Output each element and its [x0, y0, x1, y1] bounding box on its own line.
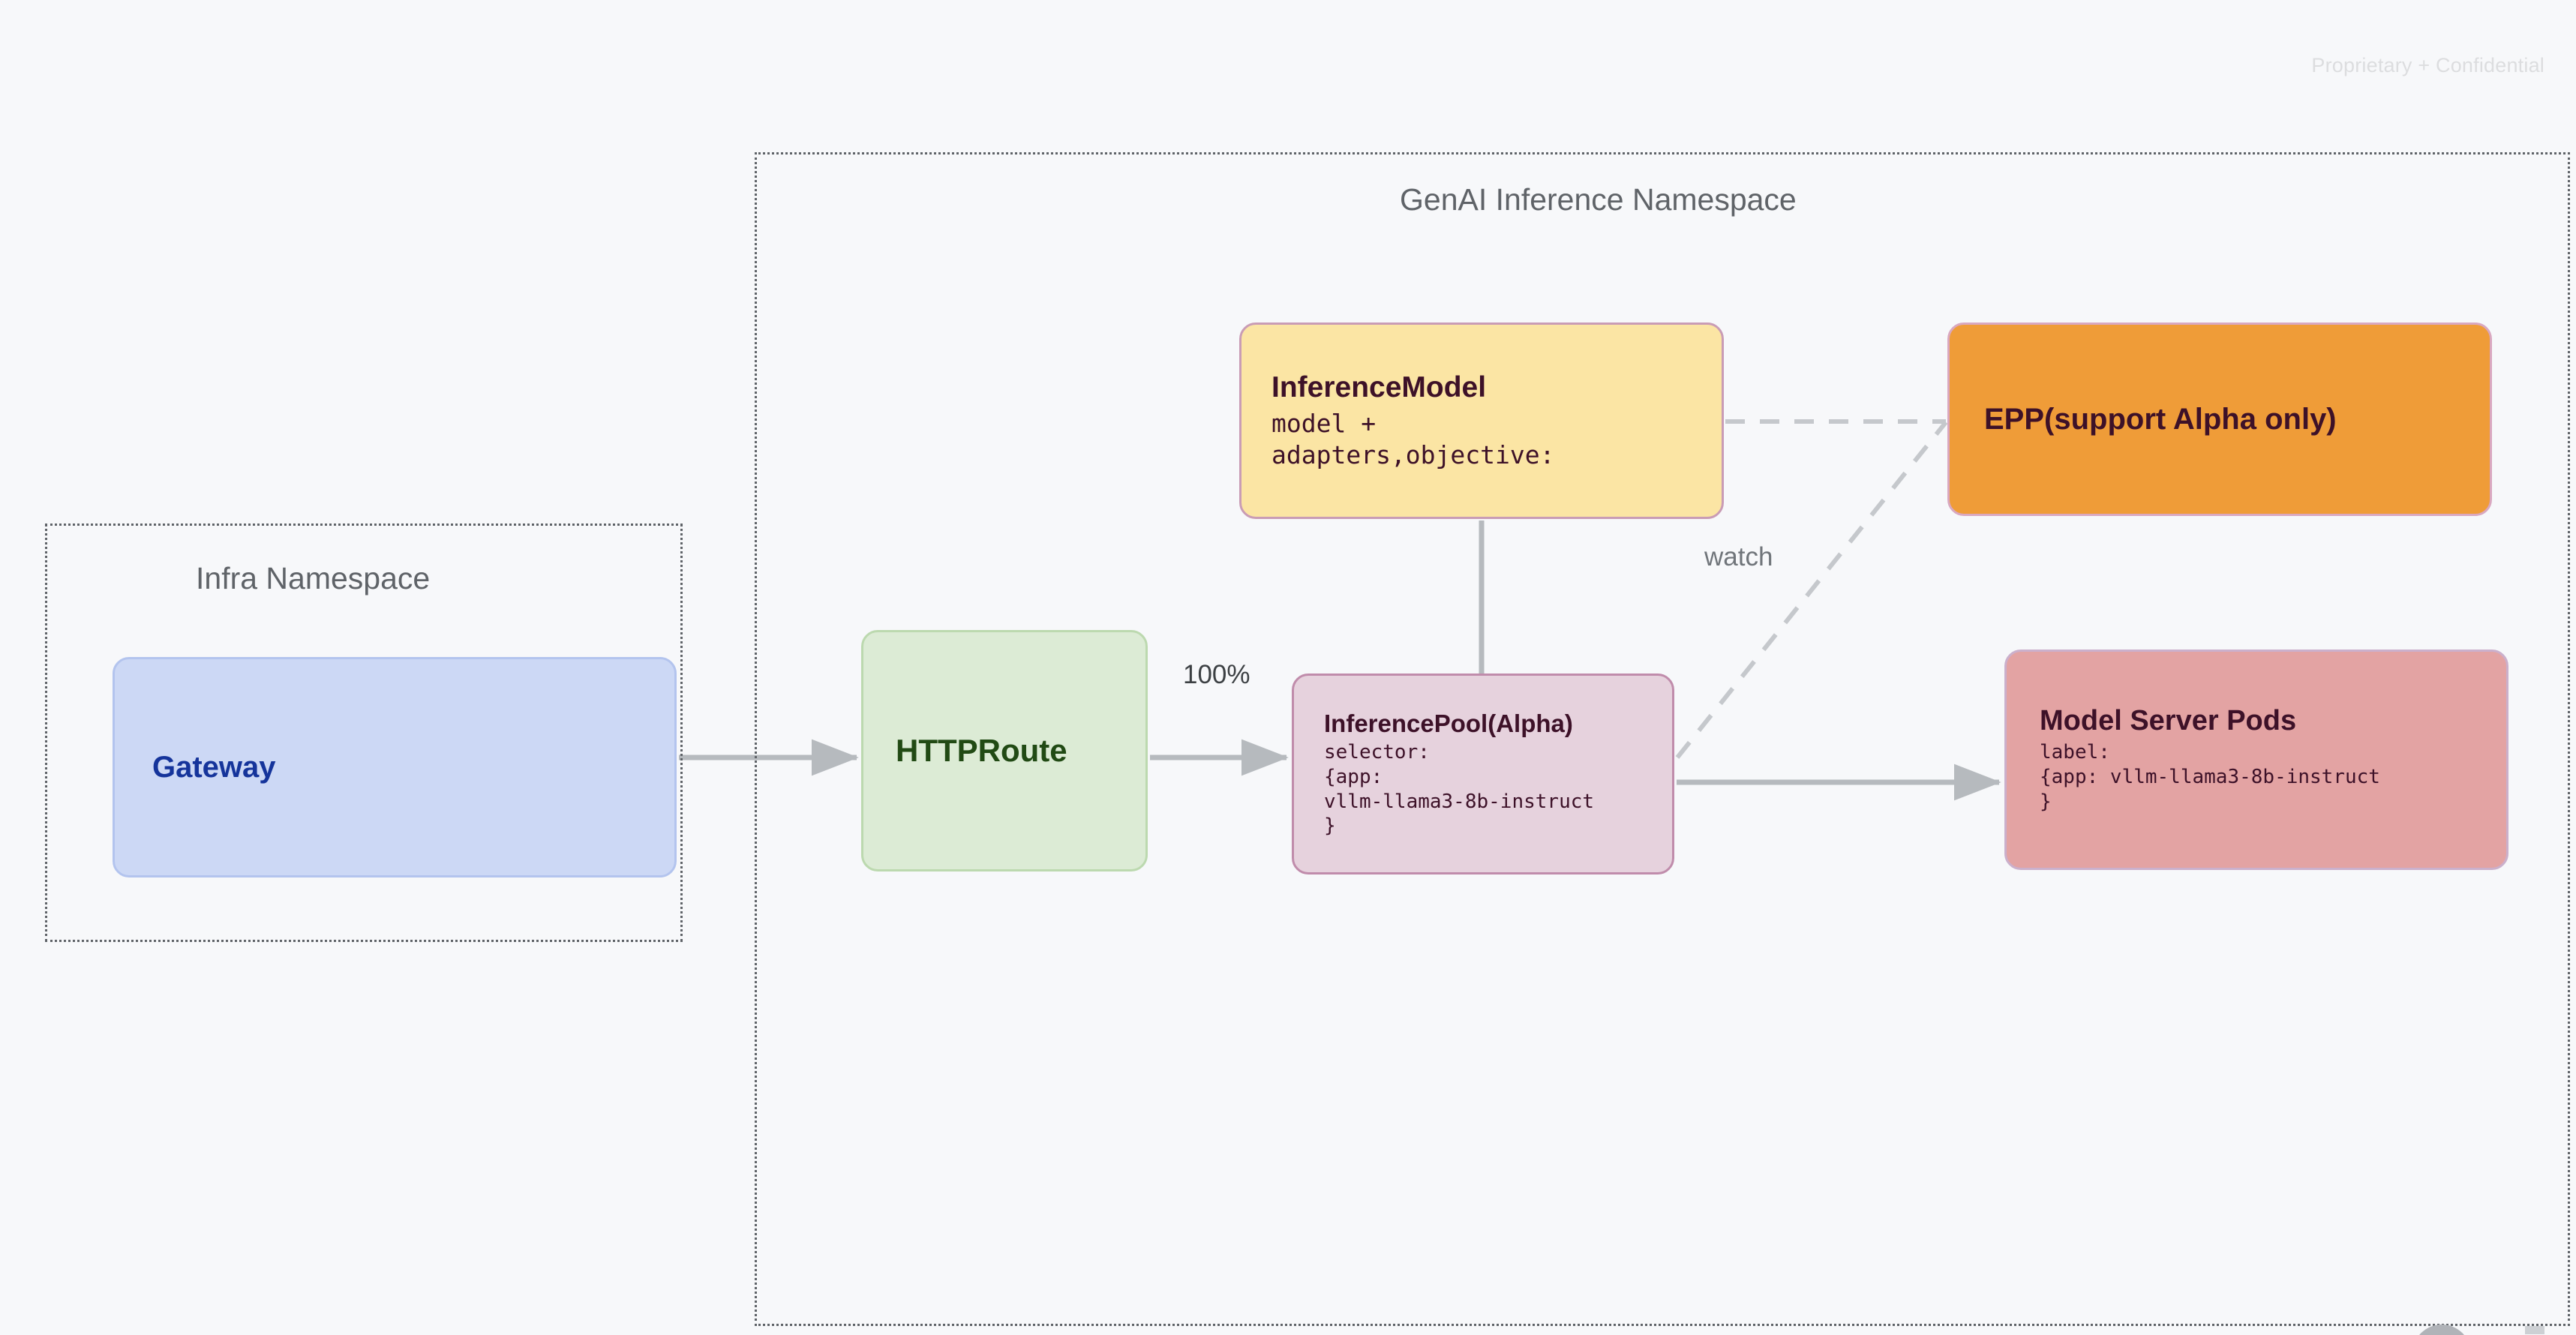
node-gateway[interactable]: Gateway	[113, 657, 677, 878]
node-epp-title: EPP(support Alpha only)	[1984, 402, 2337, 436]
node-gateway-title: Gateway	[152, 750, 276, 784]
node-inference-pool[interactable]: InferencePool(Alpha) selector: {app: vll…	[1292, 674, 1674, 874]
cloud-icon	[2412, 1324, 2471, 1335]
node-model-server-pods-title: Model Server Pods	[2040, 705, 2297, 737]
node-model-server-pods[interactable]: Model Server Pods label: {app: vllm-llam…	[2004, 650, 2508, 870]
namespace-group-infra	[45, 524, 683, 942]
edge-label-watch: watch	[1704, 542, 1773, 572]
node-inference-pool-spec: selector: {app: vllm-llama3-8b-instruct …	[1324, 741, 1595, 838]
node-epp[interactable]: EPP(support Alpha only)	[1947, 322, 2492, 516]
node-inference-model-title: InferenceModel	[1271, 370, 1487, 404]
edge-label-traffic-share: 100%	[1183, 660, 1250, 689]
cloud-wordmark-fragment	[2525, 1326, 2544, 1334]
node-inference-model[interactable]: InferenceModel model + adapters,objectiv…	[1239, 322, 1724, 519]
namespace-group-genai	[755, 152, 2570, 1326]
node-model-server-pods-spec: label: {app: vllm-llama3-8b-instruct }	[2040, 741, 2380, 813]
confidentiality-watermark: Proprietary + Confidential	[2311, 54, 2544, 76]
google-cloud-logo-clipped	[2412, 1324, 2576, 1335]
namespace-title-infra: Infra Namespace	[196, 561, 431, 596]
namespace-title-genai: GenAI Inference Namespace	[1400, 182, 1797, 217]
node-inference-pool-title: InferencePool(Alpha)	[1324, 710, 1573, 737]
node-httproute-title: HTTPRoute	[896, 733, 1067, 768]
node-inference-model-spec: model + adapters,objective:	[1271, 408, 1555, 470]
node-httproute[interactable]: HTTPRoute	[861, 630, 1148, 872]
